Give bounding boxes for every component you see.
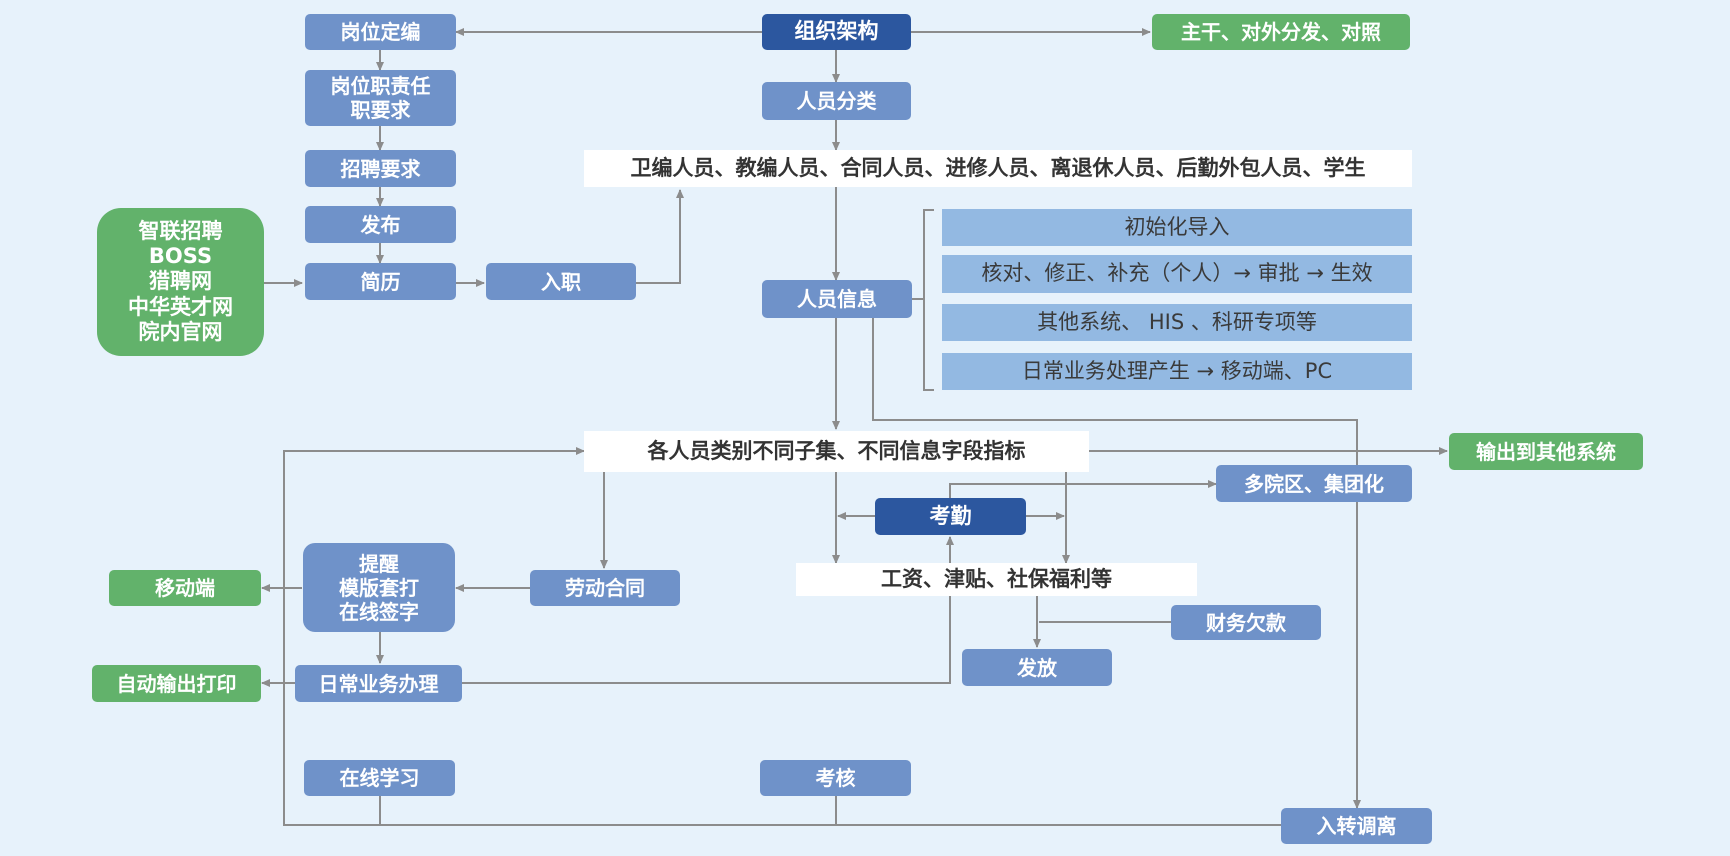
post-quota-node: 岗位定编 [305,14,456,50]
subsets-node: 各人员类别不同子集、不同信息字段指标 [584,431,1089,472]
multi-campus-node: 多院区、集团化 [1216,465,1412,502]
mobile-node: 移动端 [109,570,261,606]
staff-class-node: 人员分类 [762,82,911,120]
attendance-node: 考勤 [875,498,1026,535]
info-daily-node: 日常业务处理产生 → 移动端、PC [942,353,1412,390]
salary-node: 工资、津贴、社保福利等 [796,563,1197,596]
daily-business-node: 日常业务办理 [295,665,462,702]
publish-node: 发布 [305,206,456,243]
info-bracket [923,209,934,391]
resume-node: 简历 [305,263,456,300]
recruit-requirement-node: 招聘要求 [305,150,456,187]
arrow-to-multi-campus [949,480,1217,498]
onboard-node: 入职 [486,263,636,300]
arrow-loop-to-subsets [283,447,1281,826]
remind-sign-node: 提醒 模版套打 在线签字 [303,543,455,632]
auto-print-node: 自动输出打印 [92,665,261,702]
online-learning-node: 在线学习 [304,760,455,796]
arrow-daily-to-attendance [462,536,954,684]
output-other-node: 输出到其他系统 [1449,433,1643,470]
staff-types-node: 卫编人员、教编人员、合同人员、进修人员、离退休人员、后勤外包人员、学生 [584,150,1412,187]
arrow-onboard-to-staff-types [636,189,684,284]
staff-info-node: 人员信息 [762,280,912,318]
transfer-node: 入转调离 [1281,808,1432,844]
recruit-channels-node: 智联招聘 BOSS 猎聘网 中华英才网 院内官网 [97,208,264,356]
labor-contract-node: 劳动合同 [530,570,680,606]
assessment-node: 考核 [760,760,911,796]
info-init-node: 初始化导入 [942,209,1412,246]
branch-out-node: 主干、对外分发、对照 [1152,14,1410,50]
post-duty-node: 岗位职责任 职要求 [305,70,456,126]
org-structure-node: 组织架构 [762,14,911,50]
finance-debt-node: 财务欠款 [1171,605,1321,640]
payout-node: 发放 [962,649,1112,686]
arrow-info-to-transfer [872,318,1361,809]
info-verify-node: 核对、修正、补充（个人）→ 审批 → 生效 [942,255,1412,293]
info-other-node: 其他系统、 HIS 、科研专项等 [942,304,1412,341]
